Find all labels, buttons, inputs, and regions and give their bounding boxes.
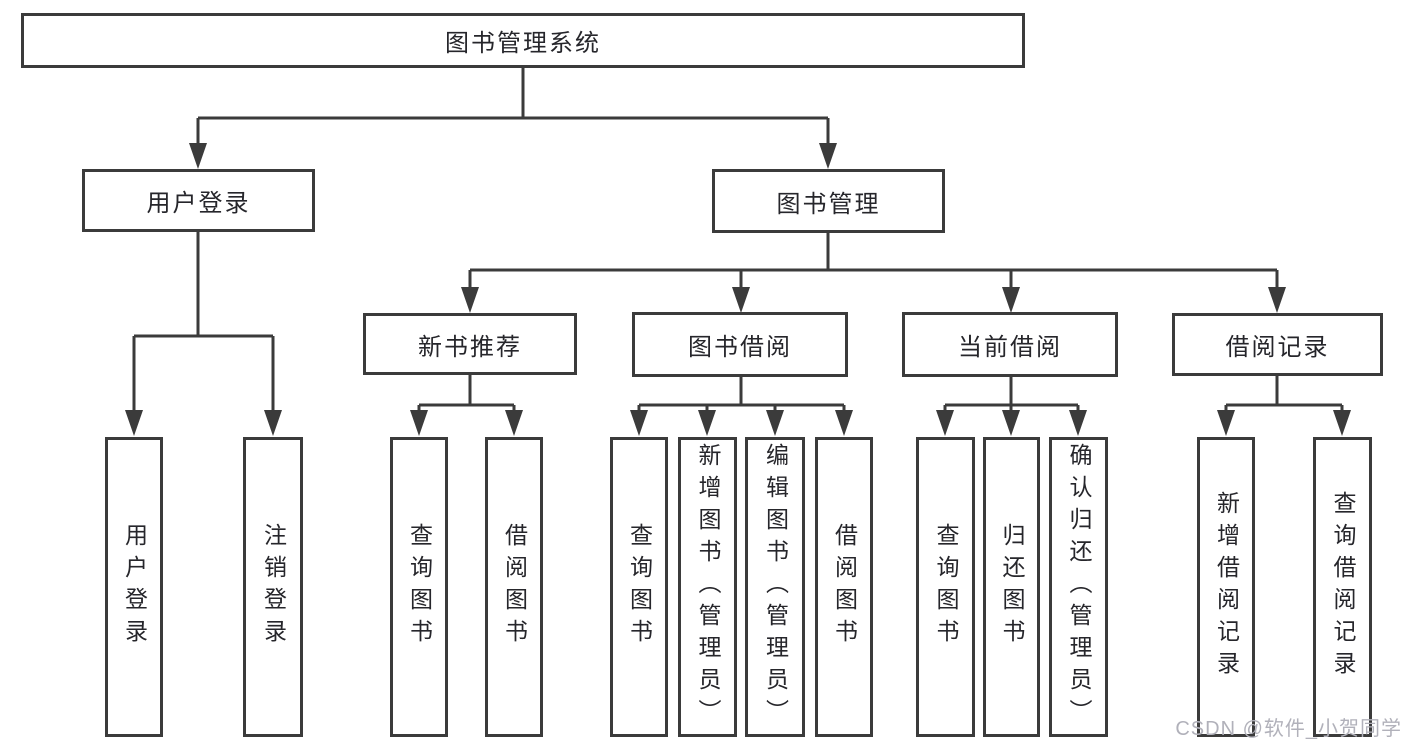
node-borrow-books-leaf: 借阅图书 <box>815 437 873 737</box>
node-book-borrowing: 图书借阅 <box>632 312 848 377</box>
node-query-books-current: 查询图书 <box>916 437 975 737</box>
node-logout-leaf: 注销登录 <box>243 437 303 737</box>
node-confirm-return-admin: 确认归还（管理员） <box>1049 437 1108 737</box>
csdn-watermark: CSDN @软件_小贺同学 <box>1175 718 1402 740</box>
node-current-borrowing: 当前借阅 <box>902 312 1118 377</box>
node-book-management: 图书管理 <box>712 169 945 233</box>
node-new-book-recommend: 新书推荐 <box>363 313 577 375</box>
node-borrowing-records: 借阅记录 <box>1172 313 1383 376</box>
node-edit-books-admin: 编辑图书（管理员） <box>745 437 805 737</box>
node-user-login: 用户登录 <box>82 169 315 232</box>
node-return-books: 归还图书 <box>983 437 1040 737</box>
node-root: 图书管理系统 <box>21 13 1025 68</box>
node-borrow-books-recommend: 借阅图书 <box>485 437 543 737</box>
node-add-books-admin: 新增图书（管理员） <box>678 437 737 737</box>
node-login-leaf: 用户登录 <box>105 437 163 737</box>
node-query-borrow-record: 查询借阅记录 <box>1313 437 1372 737</box>
node-add-borrow-record: 新增借阅记录 <box>1197 437 1255 737</box>
node-query-books-recommend: 查询图书 <box>390 437 448 737</box>
node-query-books-borrow: 查询图书 <box>610 437 668 737</box>
connector-strokes <box>132 68 1344 412</box>
arrowheads <box>125 143 1351 436</box>
